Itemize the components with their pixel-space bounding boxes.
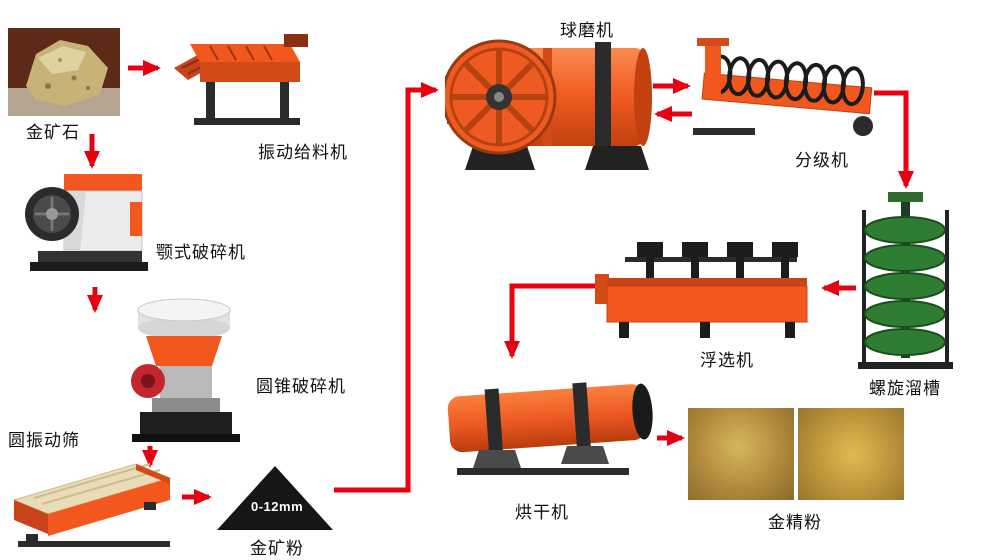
vibrating-screen (8, 448, 178, 548)
vibrating-screen-illustration (12, 463, 172, 547)
jaw-crusher-label: 颚式破碎机 (156, 243, 246, 262)
spiral-classifier-illustration (693, 38, 873, 136)
gold-ore-label: 金矿石 (26, 123, 80, 142)
dryer-label: 烘干机 (515, 503, 569, 522)
spiral-chute-label: 螺旋溜槽 (869, 379, 941, 398)
arrow-flotation-to-dryer (504, 283, 595, 359)
rotary-dryer-illustration (447, 382, 653, 475)
ore-powder-pile (215, 462, 335, 532)
vibrating-feeder (168, 28, 323, 133)
gold-ore-illustration (8, 28, 120, 116)
jaw-crusher (22, 162, 152, 284)
gold-ore-photo (8, 28, 120, 116)
cone-crusher-label: 圆锥破碎机 (256, 377, 346, 396)
vibrating-feeder-label: 振动给料机 (258, 143, 348, 162)
classifier-label: 分级机 (795, 151, 849, 170)
flotation-machine (595, 232, 820, 347)
gold-concentrate-photo-right (798, 408, 904, 500)
flotation-machine-illustration (595, 242, 808, 338)
cone-crusher-illustration (131, 298, 240, 442)
flotation-label: 浮选机 (700, 351, 754, 370)
cone-crusher (122, 288, 247, 448)
ball-mill (445, 22, 660, 177)
ore-powder-label: 金矿粉 (250, 539, 304, 558)
vibrating-feeder-illustration (174, 34, 308, 125)
ball-mill-illustration (445, 39, 652, 170)
arrow-pile-to-ball-mill (334, 82, 439, 493)
concentrate-label: 金精粉 (768, 513, 822, 532)
spiral-classifier (685, 32, 880, 147)
pile-size-text: 0-12mm (251, 499, 304, 514)
spiral-chute-illustration (858, 192, 953, 369)
ore-powder-pile-illustration (217, 466, 333, 530)
ball-mill-label: 球磨机 (560, 21, 614, 40)
jaw-crusher-illustration (25, 174, 148, 271)
rotary-dryer (435, 362, 665, 482)
spiral-chute (858, 192, 953, 370)
gold-concentrate-photo-left (688, 408, 794, 500)
vibrating-screen-label: 圆振动筛 (8, 431, 80, 450)
